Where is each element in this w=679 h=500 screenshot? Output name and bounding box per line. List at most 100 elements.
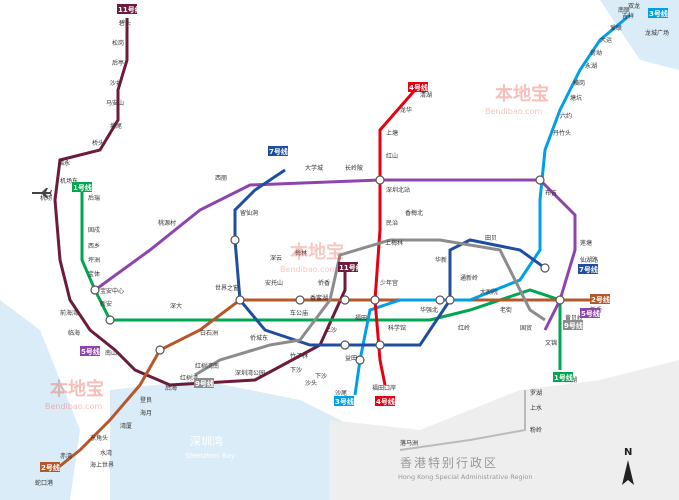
svg-text:11号线: 11号线 [118,5,142,14]
watermark-cn-bottom: 本地宝 [50,378,104,400]
station-shenzhenwan: 深圳湾公园 [235,369,265,377]
station-danzhutou: 丹竹头 [553,129,571,137]
station-houting: 后亭 [112,59,124,67]
station-chiwan: 赤湾 [60,452,72,460]
station-chegongmiao: 车公庙 [290,309,308,317]
compass-icon: N [622,447,634,485]
station-futian: 福田 [355,314,367,322]
station-yitian: 益田 [345,354,357,362]
station-dajuyuan: 大剧院 [480,288,498,296]
station-dongjiaotou: 东角头 [90,434,108,442]
station-tianbei: 田贝 [485,235,497,242]
bay-label-cn: 深圳湾 [190,434,223,448]
watermark-bottom: 本地宝 Bendibao.com [45,378,104,411]
watermark-cn-top: 本地宝 [495,83,549,105]
sea-region [0,300,80,500]
svg-text:9号线: 9号线 [564,321,583,330]
station-shawei: 沙尾 [335,390,347,397]
station-huaxin: 华新 [435,256,447,264]
line-badge-7-e: 7号线 [578,264,598,274]
station-yonghu: 永湖 [585,62,597,70]
station-dengliang: 登良 [140,396,152,404]
line-badge-4: 4号线 [408,82,428,92]
station-jichangdong: 机场东 [60,177,78,185]
station-huangbeiling: 黄贝岭 [565,314,583,322]
line-9-track [194,238,546,377]
svg-text:4号线: 4号线 [409,83,428,92]
station-henggang: 横岗 [573,79,585,87]
station-kejiyuan: 科学馆 [388,324,406,332]
line-badge-5-e: 5号线 [580,308,600,318]
line-badge-2: 2号线 [590,294,610,304]
line-badge-2-sw: 2号线 [40,462,60,472]
hk-station-luomachou: 落马洲 [400,439,418,447]
line-11-track [53,18,347,387]
svg-text:2号线: 2号线 [41,463,60,472]
hk-region-en: Hong Kong Special Administrative Region [398,473,533,481]
line-badge-3-s: 3号线 [334,396,354,406]
station-shangmeilin: 上梅林 [385,239,403,247]
station-baoan: 宝体 [88,270,100,278]
station-hegang: 后瑞 [88,194,100,202]
station-tongxinling: 通新岭 [460,274,478,282]
station-xili: 西丽 [215,175,227,182]
watermark-en-bottom: Bendibao.com [45,402,102,411]
station-xiangmihu: 香蜜湖 [310,294,328,302]
station-tangkeng: 塘坑 [570,94,582,102]
station-daxue: 大学城 [305,164,323,172]
svg-text:1号线: 1号线 [554,373,573,382]
line-5-track [94,178,577,331]
line-badge-9-e: 9号线 [563,320,583,330]
station-shenzhendaxue: 深大 [170,302,182,310]
station-wenjindu: 文锦 [545,339,557,347]
station-laojie: 老街 [500,306,512,314]
svg-text:5号线: 5号线 [581,309,600,318]
station-dayun: 大运 [600,36,612,44]
line-badge-11-s: 11号线 [338,262,363,272]
station-nanshan: 南山 [105,349,117,357]
line-badge-5: 5号线 [80,346,100,356]
station-longcheng: 龙城广场 [645,29,669,37]
hk-station-shangshui: 上水 [530,404,542,412]
station-pingzhou: 坪洲 [88,256,100,264]
station-haiyue: 海月 [140,409,152,417]
hk-region [330,360,679,500]
station-tangwei: 塘尾 [110,122,122,130]
station-antuoshan: 安托山 [265,279,283,287]
svg-text:11号线: 11号线 [339,263,363,272]
station-liuxiandong: 留仙洞 [240,209,258,217]
svg-text:7号线: 7号线 [269,147,288,156]
svg-text:5号线: 5号线 [81,347,100,356]
station-mashan: 马安山 [106,99,124,107]
watermark-en-mid: Bendibao.com [280,265,337,274]
hk-station-lowu: 罗湖 [530,389,542,397]
station-buji: 布吉 [545,189,557,197]
line-badge-9: 9号线 [194,378,214,388]
station-wanxia: 湾厦 [120,422,132,430]
line-badge-1: 1号线 [72,182,92,192]
station-minzhi: 民治 [386,219,398,227]
station-xiangmeibei: 香梅北 [405,209,423,217]
station-liuyue: 六约 [560,112,572,120]
station-nanlian: 南联 [618,6,630,14]
line-badge-3: 3号线 [648,8,668,18]
station-baishizhou: 白石洲 [200,329,218,337]
station-xiasha2: 下沙 [290,367,302,374]
line-badge-7: 7号线 [268,146,288,156]
station-shekougang: 蛇口港 [35,479,53,487]
station-huaqiang: 华强北 [420,306,438,314]
station-meilin: 梅林 [295,249,307,257]
station-shenzhenbei: 深圳北站 [386,186,410,194]
station-hongshan: 红山 [386,152,398,160]
station-houhai: 后海 [165,384,177,392]
watermark-cn-mid: 本地宝 [290,241,344,263]
station-shangsha: 上沙 [325,326,337,334]
station-qianhaiwan: 前海湾 [60,309,78,317]
svg-text:4号线: 4号线 [376,397,395,406]
station-longhua: 龙华 [400,106,412,114]
hk-region-cn: 香港特别行政区 [400,455,498,470]
line-badge-4-s: 4号线 [375,396,395,406]
station-jixiang: 吉祥 [622,12,634,20]
watermark-en-top: Bendibao.com [485,107,542,116]
line-3-track [353,13,631,396]
